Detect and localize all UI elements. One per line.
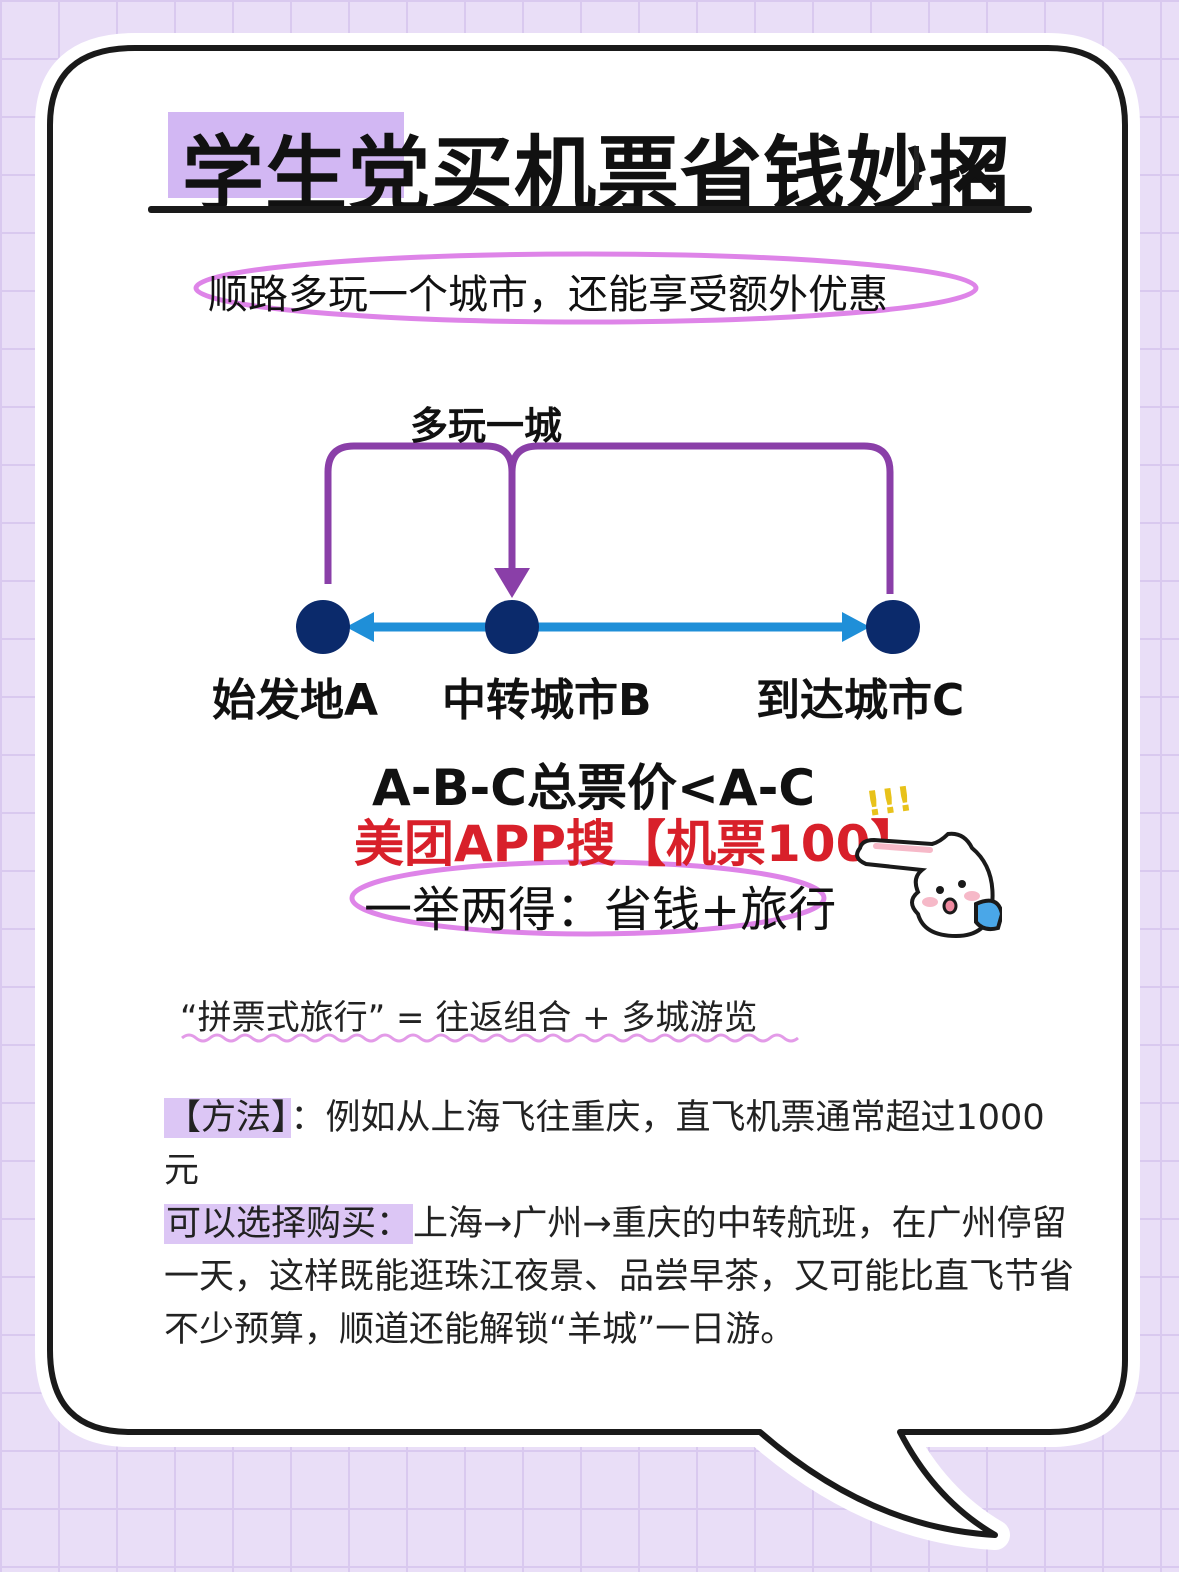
close-icon: × <box>944 126 1007 212</box>
arrowhead-a <box>346 612 374 642</box>
method-text: ：例如从上海飞往重庆，直飞机票通常超过1000元 <box>164 1098 1045 1191</box>
subtitle: 顺路多玩一个城市，还能享受额外优惠 <box>208 272 888 318</box>
node-a <box>296 600 350 654</box>
pointing-hand-icon <box>855 831 1002 939</box>
arc-label: 多玩一城 <box>410 404 563 448</box>
title-highlight <box>168 112 404 198</box>
tagline: “拼票式旅行” = 往返组合 + 多城游览 <box>180 998 758 1038</box>
tagline-wavy-underline <box>181 1033 799 1043</box>
subtitle-ellipse <box>193 251 979 325</box>
option-text: 上海→广州→重庆的中转航班，在广州停留一天，这样既能逛珠江夜景、品尝早茶，又可能… <box>164 1204 1075 1350</box>
method-label: 【方法】 <box>164 1098 291 1138</box>
arrowhead-c <box>842 612 870 642</box>
option-label: 可以选择购买： <box>164 1204 414 1244</box>
title-divider <box>914 146 919 190</box>
node-label-c: 到达城市C <box>756 675 965 726</box>
method-paragraph: 【方法】：例如从上海飞往重庆，直飞机票通常超过1000元 可以选择购买：上海→广… <box>164 1092 1074 1357</box>
twofold-ellipse <box>349 859 827 937</box>
twofold-text: 一举两得：省钱+旅行 <box>364 882 837 938</box>
loop-path-a-to-b <box>324 442 516 584</box>
node-b <box>485 600 539 654</box>
node-c <box>866 600 920 654</box>
loop-arrowhead <box>494 568 530 598</box>
price-formula: A-B-C总票价<A-C <box>372 759 816 817</box>
promo-text: 美团APP搜【机票100】 <box>354 815 921 873</box>
loop-path-c-to-b <box>508 442 894 594</box>
node-label-a: 始发地A <box>212 675 379 726</box>
node-label-b: 中转城市B <box>442 675 652 726</box>
title-underline <box>148 206 1032 213</box>
